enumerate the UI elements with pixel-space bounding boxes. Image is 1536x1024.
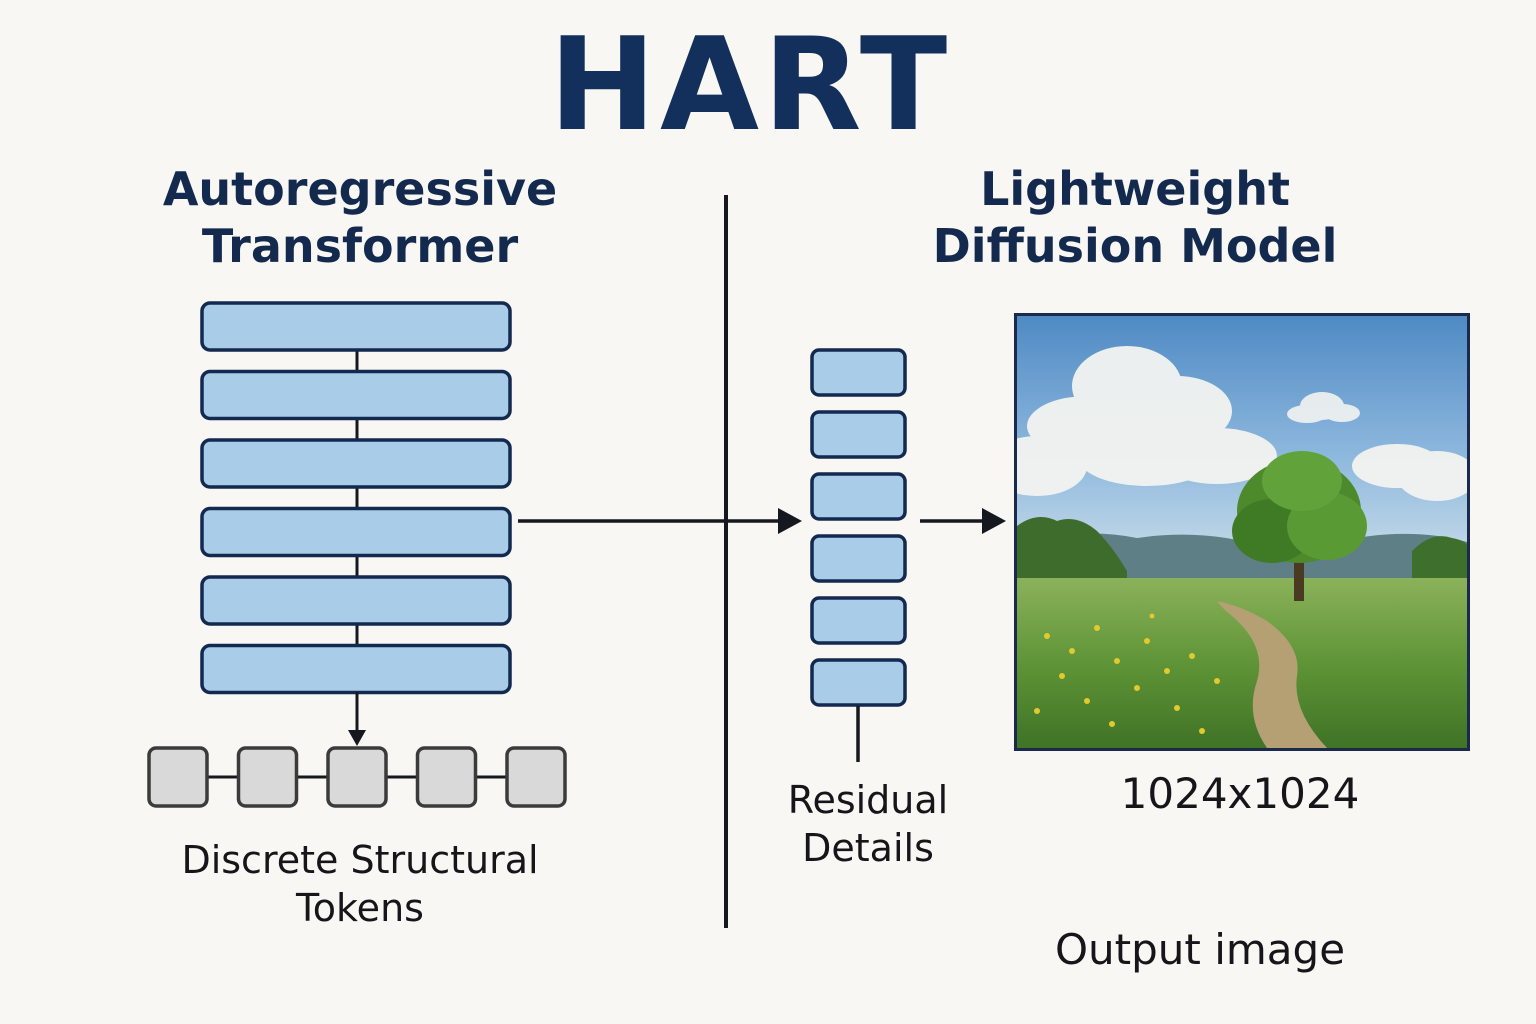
- residual-block: [810, 658, 907, 707]
- residual-to-output-arrowhead: [982, 508, 1006, 534]
- residual-block: [810, 472, 907, 521]
- diffusion-heading-line2: Diffusion Model: [932, 219, 1338, 273]
- landscape-illustration: [1017, 316, 1467, 748]
- wildflowers: [1034, 613, 1220, 734]
- dirt-path: [1217, 601, 1327, 748]
- residual-block: [810, 534, 907, 583]
- residual-label-line2: Details: [802, 826, 934, 870]
- residual-block: [810, 348, 907, 397]
- transformer-layer: [200, 506, 512, 558]
- transformer-heading-line1: Autoregressive: [162, 162, 558, 216]
- transformer-heading: Autoregressive Transformer: [150, 161, 570, 275]
- structural-token: [147, 746, 209, 808]
- cloud: [1017, 346, 1467, 501]
- structural-token: [326, 746, 388, 808]
- structural-token: [505, 746, 567, 808]
- diffusion-heading-line1: Lightweight: [980, 162, 1290, 216]
- transformer-layer: [200, 369, 512, 421]
- structural-token: [236, 746, 299, 808]
- output-image: [1014, 313, 1470, 751]
- tree: [1232, 451, 1367, 601]
- residual-block: [810, 596, 907, 645]
- diffusion-heading: Lightweight Diffusion Model: [920, 161, 1350, 275]
- diagram-title: HART: [548, 11, 952, 160]
- residual-label-line1: Residual: [787, 778, 949, 822]
- tokens-arrowhead: [348, 730, 366, 746]
- transformer-layer: [200, 643, 512, 695]
- tokens-label-line1: Discrete Structural: [181, 838, 539, 882]
- transformer-layer: [200, 438, 512, 489]
- residual-block-stack: [810, 348, 907, 707]
- transformer-to-residual-arrowhead: [778, 508, 802, 534]
- transformer-layer: [200, 301, 512, 352]
- output-image-label: Output image: [1054, 925, 1346, 974]
- transformer-layer-stack: [200, 301, 512, 695]
- transformer-heading-line2: Transformer: [201, 219, 519, 273]
- meadow: [1017, 578, 1467, 748]
- transformer-layer: [200, 575, 512, 626]
- treeline-right: [1412, 536, 1467, 591]
- resolution-label: 1024x1024: [1120, 769, 1360, 818]
- token-row: [147, 746, 567, 808]
- tokens-label: Discrete Structural Tokens: [150, 836, 570, 932]
- structural-token: [415, 746, 478, 808]
- residual-block: [810, 410, 907, 459]
- residual-label: Residual Details: [748, 776, 988, 872]
- tokens-label-line2: Tokens: [296, 886, 424, 930]
- treeline: [1017, 517, 1127, 591]
- small-cloud: [1287, 392, 1360, 423]
